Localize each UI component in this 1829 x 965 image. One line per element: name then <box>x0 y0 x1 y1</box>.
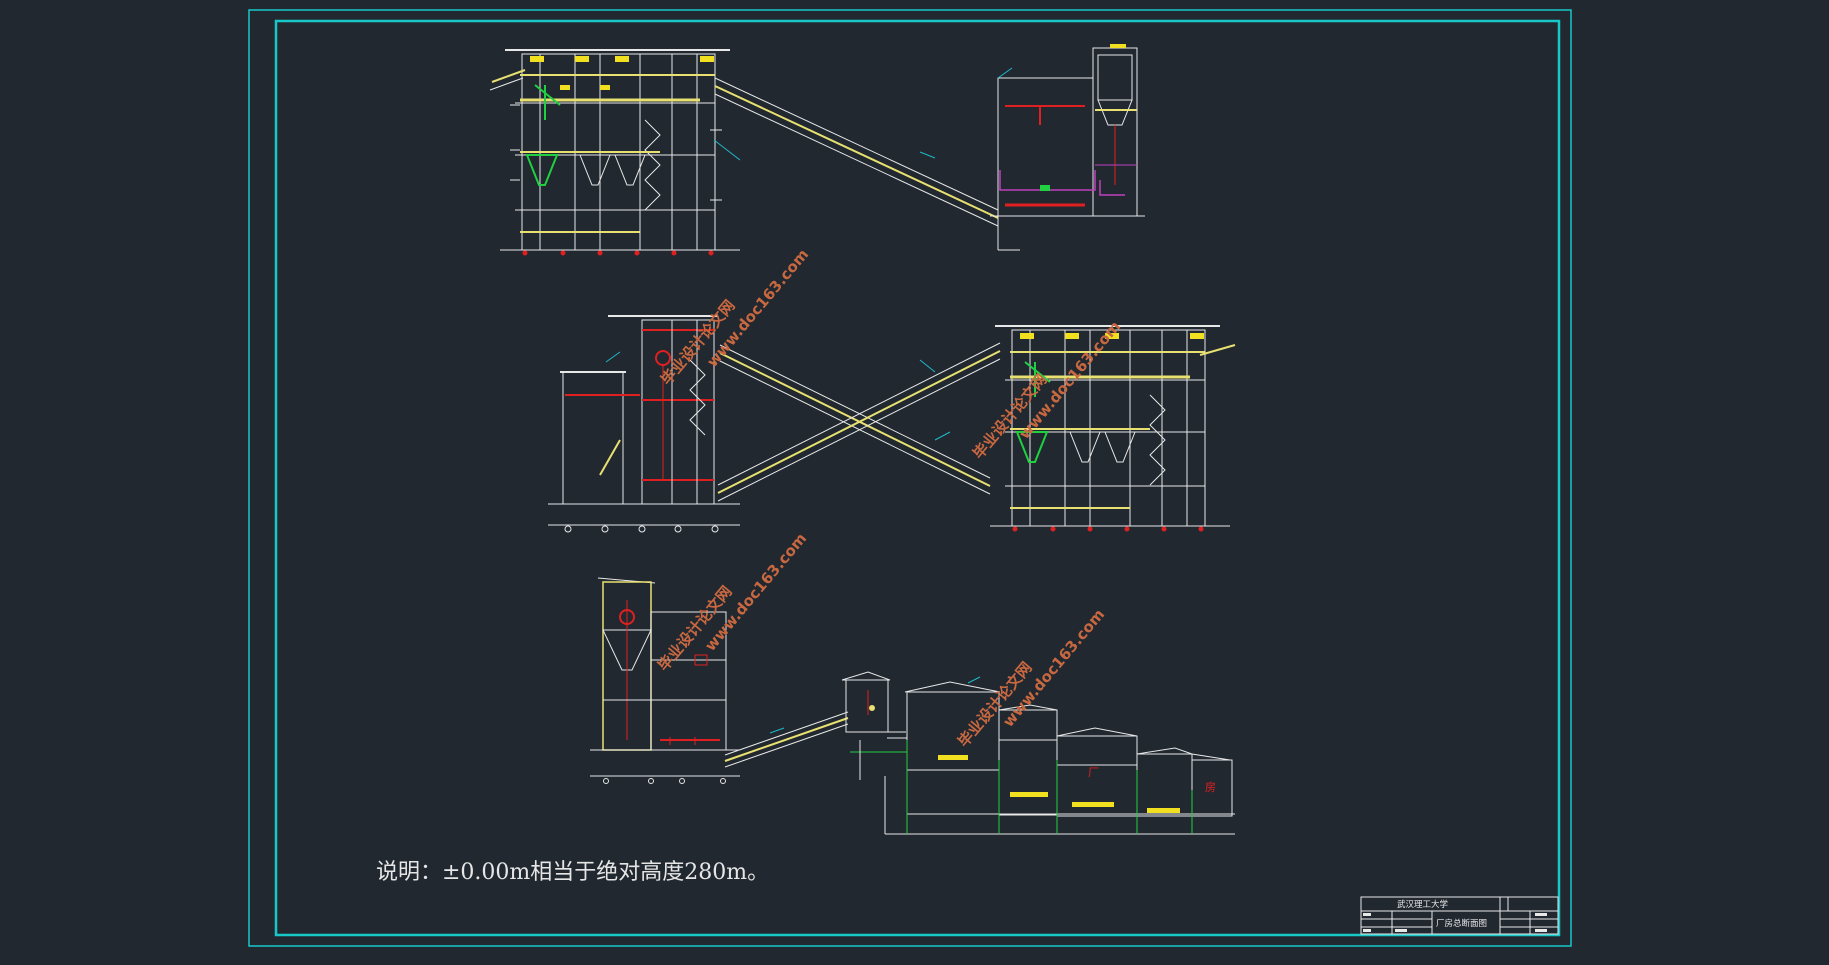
section-3-factory-buildings <box>884 676 1235 835</box>
inner-frame <box>274 19 1561 937</box>
section-3-bottom <box>590 577 1235 835</box>
section-2-plant-building <box>990 325 1236 532</box>
section-1-inclined-conveyor <box>713 77 999 227</box>
section-1-plant-building <box>489 49 740 256</box>
title-block-school: 武汉理工大学 <box>1397 899 1449 910</box>
title-block <box>1360 896 1559 935</box>
section-2-crossing-conveyors <box>717 342 1001 502</box>
factory-label-2: 房 <box>1205 781 1216 794</box>
section-1-top <box>489 44 1145 256</box>
factory-label-1: 厂 <box>1088 766 1099 779</box>
outer-frame <box>248 9 1572 947</box>
section-3-conveyor <box>724 711 849 768</box>
section-2-middle <box>548 315 1236 533</box>
section-3-silo-tower <box>590 577 740 784</box>
drawing-note: 说明：±0.00m相当于绝对高度280m。 <box>376 860 770 885</box>
section-1-crusher-building <box>990 44 1145 251</box>
title-block-drawing-title: 厂房总断面图 <box>1436 918 1487 929</box>
section-2-left-tower <box>548 315 740 533</box>
section-3-transfer-tower <box>841 671 906 780</box>
